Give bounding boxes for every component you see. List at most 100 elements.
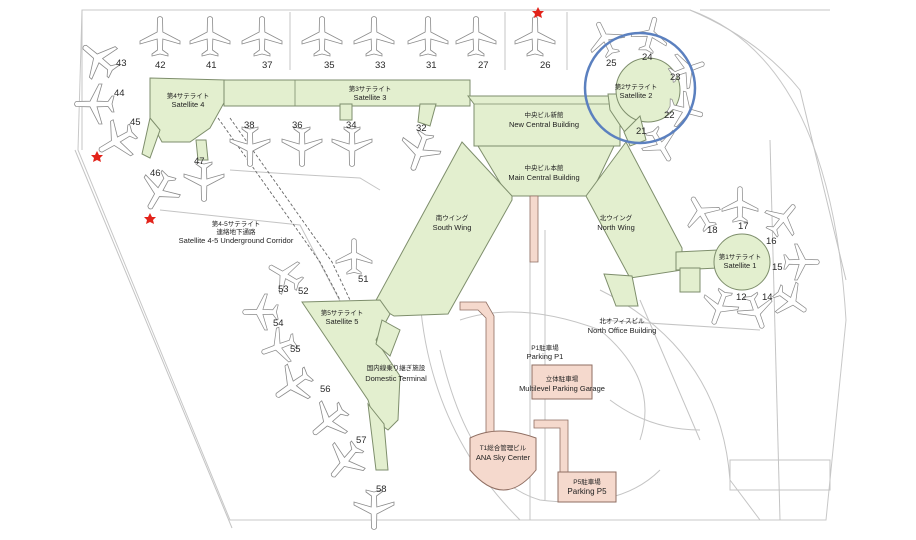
satellite-2-label-jp: 第2サテライト xyxy=(615,82,658,91)
multilevel-parking-garage xyxy=(531,364,593,400)
north-wing-label: North Wing xyxy=(597,223,635,232)
gate-15: 15 xyxy=(772,262,783,273)
airplane-icon xyxy=(721,186,759,223)
airplane-icon xyxy=(455,16,497,57)
domestic-terminal-label: Domestic Terminal xyxy=(365,374,427,383)
airplane-icon xyxy=(229,126,271,167)
airplane-icon xyxy=(183,161,225,202)
parking-p5 xyxy=(557,471,617,503)
gate-51: 51 xyxy=(358,274,369,285)
airplane-icon xyxy=(687,196,721,233)
ana-sky-center-label-jp: T1総合管理ビル xyxy=(480,443,527,452)
corridor-label-jp-2: 連絡地下通路 xyxy=(217,227,257,236)
corridor-label-jp-1: 第4-5サテライト xyxy=(212,219,260,228)
gate-33: 33 xyxy=(375,60,386,71)
airplane-icon xyxy=(281,126,323,167)
north-wing-label-jp: 北ウイング xyxy=(600,213,633,222)
north-office-label: North Office Building xyxy=(588,326,657,335)
gate-27: 27 xyxy=(478,60,489,71)
gate-41: 41 xyxy=(206,60,217,71)
terminal-buildings xyxy=(141,57,771,471)
airplane-icon xyxy=(783,243,820,281)
star-marker-icons xyxy=(91,7,544,224)
ana-sky-center-label: ANA Sky Center xyxy=(476,453,531,462)
gate-numbers: 12 14 15 16 17 18 21 22 23 24 25 26 27 3… xyxy=(114,52,783,495)
domestic-terminal-label-jp: 国内線乗り継ぎ施設 xyxy=(367,363,426,372)
satellite-1-label: Satellite 1 xyxy=(724,261,757,270)
airplane-icon xyxy=(189,16,231,57)
gate-16: 16 xyxy=(766,236,777,247)
aircraft-layer xyxy=(74,16,820,530)
parking-p5-label: Parking P5 xyxy=(567,487,607,496)
airplane-icon xyxy=(703,287,740,325)
garage-label: Multilevel Parking Garage xyxy=(519,384,605,393)
south-wing-label-jp: 南ウイング xyxy=(436,213,469,222)
satellite-5-label-jp: 第5サテライト xyxy=(321,308,364,317)
gate-43: 43 xyxy=(116,58,127,69)
parking-p1-label-jp: P1駐車場 xyxy=(531,343,559,352)
gate-18: 18 xyxy=(707,225,718,236)
airplane-icon xyxy=(241,16,283,57)
airplane-icon xyxy=(335,238,373,275)
airplane-icon xyxy=(764,204,796,238)
star-marker-icon xyxy=(532,7,544,18)
satellite-2-label: Satellite 2 xyxy=(620,91,653,100)
airplane-icon xyxy=(143,169,181,210)
airplane-icon xyxy=(330,440,366,478)
satellite-4-label: Satellite 4 xyxy=(172,100,205,109)
airplane-icon xyxy=(630,16,668,55)
airplane-icon xyxy=(261,326,299,363)
airplane-icon xyxy=(74,83,115,125)
satellite-1 xyxy=(713,233,771,291)
airplane-icon xyxy=(82,44,120,80)
gate-24: 24 xyxy=(642,52,653,63)
gate-34: 34 xyxy=(346,120,357,131)
corridor-label: Satellite 4-5 Underground Corridor xyxy=(179,236,294,245)
airplane-icon xyxy=(772,281,807,314)
airplane-icon xyxy=(331,126,373,167)
gate-32: 32 xyxy=(416,123,427,134)
gate-12: 12 xyxy=(736,292,747,303)
satellite-3-label-jp: 第3サテライト xyxy=(349,84,392,93)
satellite-5-label: Satellite 5 xyxy=(326,317,359,326)
main-central-label: Main Central Building xyxy=(508,173,579,182)
airplane-icon xyxy=(242,293,279,331)
airplane-icon xyxy=(353,489,395,530)
airplane-icon xyxy=(665,90,704,128)
airplane-icon xyxy=(139,16,181,57)
building-labels: 第4サテライト Satellite 4 第3サテライト Satellite 3 … xyxy=(167,82,762,496)
underground-corridor xyxy=(217,117,351,301)
parking-p1-label: Parking P1 xyxy=(527,352,564,361)
airplane-icon xyxy=(275,363,314,400)
gate-23: 23 xyxy=(670,72,681,83)
gate-21: 21 xyxy=(636,126,647,137)
gate-17: 17 xyxy=(738,221,749,232)
gate-55: 55 xyxy=(290,344,301,355)
landside-facilities xyxy=(459,195,617,503)
gate-46: 46 xyxy=(150,168,161,179)
gate-58: 58 xyxy=(376,484,387,495)
gate-45: 45 xyxy=(130,117,141,128)
gate-42: 42 xyxy=(155,60,166,71)
new-central-label-jp: 中央ビル新館 xyxy=(525,110,565,119)
gate-22: 22 xyxy=(664,110,675,121)
gate-47: 47 xyxy=(194,156,205,167)
airplane-icon xyxy=(736,291,773,329)
gate-44: 44 xyxy=(114,88,125,99)
gate-57: 57 xyxy=(356,435,367,446)
satellite-2 xyxy=(615,57,681,123)
satellite-1-label-jp: 第1サテライト xyxy=(719,252,762,261)
airplane-icon xyxy=(268,261,305,295)
gate-38: 38 xyxy=(244,120,255,131)
gate-53: 53 xyxy=(278,284,289,295)
airplane-icon xyxy=(401,129,442,171)
ana-sky-center xyxy=(469,430,537,491)
south-wing-label: South Wing xyxy=(433,223,472,232)
garage-label-jp: 立体駐車場 xyxy=(546,374,579,383)
gate-37: 37 xyxy=(262,60,273,71)
new-central-label: New Central Building xyxy=(509,120,579,129)
airplane-icon xyxy=(407,16,449,57)
airplane-icon xyxy=(312,400,350,436)
main-central-label-jp: 中央ビル本館 xyxy=(525,163,565,172)
